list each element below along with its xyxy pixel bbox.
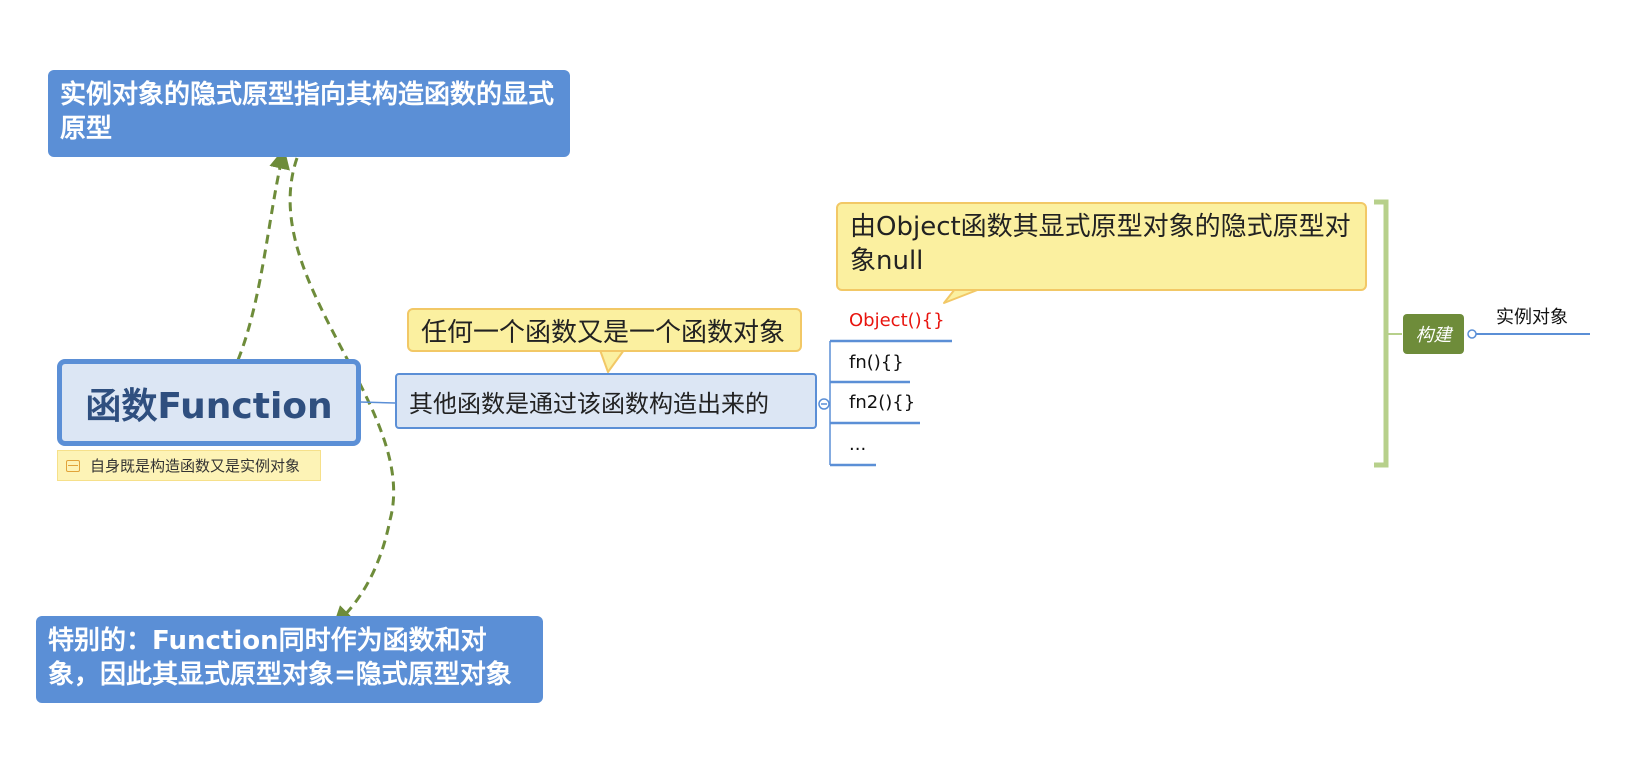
callout-middle-pointer [599,349,625,373]
boundary-bracket [1374,199,1389,468]
note-icon [66,459,80,472]
dashed-arrow-to-bottom-box [288,157,396,628]
central-topic[interactable]: 函数Function [57,359,361,446]
central-topic-note: 自身既是构造函数又是实例对象 [57,450,321,481]
callout-top-pointer [943,288,981,304]
function-special-box[interactable]: 特别的：Function同时作为函数和对象，因此其显式原型对象=隐式原型对象 [36,616,543,703]
leaf-ellipsis[interactable]: ... [849,434,867,455]
prototype-rule-box[interactable]: 实例对象的隐式原型指向其构造函数的显式原型 [48,70,570,157]
leaf-object-function[interactable]: Object(){} [849,310,945,331]
central-to-subtopic-line [359,401,396,404]
callout-object-null[interactable]: 由Object函数其显式原型对象的隐式原型对象null [836,202,1367,291]
leaf-fn2[interactable]: fn2(){} [849,392,916,413]
boundary-tag-construct[interactable]: 构建 [1403,314,1464,354]
leaf-fn[interactable]: fn(){} [849,352,904,373]
central-note-text: 自身既是构造函数又是实例对象 [90,457,301,475]
dashed-arrow-to-top-box [236,147,290,361]
subtopic-constructed-functions[interactable]: 其他函数是通过该函数构造出来的 [395,373,817,429]
boundary-result-instance[interactable]: 实例对象 [1496,307,1568,328]
callout-function-object[interactable]: 任何一个函数又是一个函数对象 [407,308,802,352]
